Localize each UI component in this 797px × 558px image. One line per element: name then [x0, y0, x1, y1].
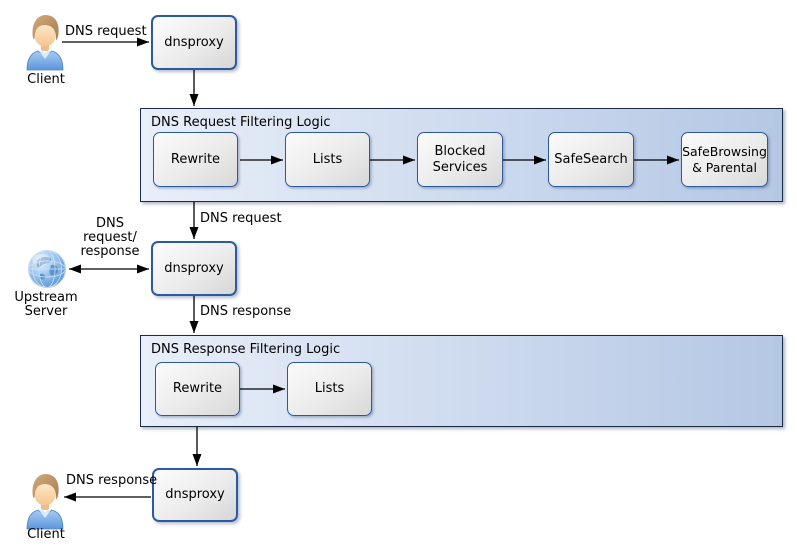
- step-label: SafeBrowsing & Parental: [682, 143, 767, 175]
- step-label: SafeSearch: [554, 151, 628, 167]
- dnsproxy-middle-node: dnsproxy: [151, 241, 237, 296]
- dns-response-filtering-group: DNS Response Filtering Logic Rewrite Lis…: [140, 335, 783, 427]
- dns-request-filtering-title: DNS Request Filtering Logic: [151, 115, 331, 130]
- edge-label-client-response: DNS response: [66, 473, 158, 488]
- step-rewrite-response: Rewrite: [155, 362, 240, 416]
- globe-icon: [28, 250, 66, 288]
- dnsproxy-bottom-node: dnsproxy: [152, 468, 238, 522]
- step-rewrite-request: Rewrite: [153, 132, 238, 187]
- edge-label-proxy-response: DNS response: [200, 304, 292, 319]
- dnsproxy-middle-label: dnsproxy: [164, 260, 224, 276]
- person-icon: [26, 15, 64, 71]
- step-lists-response: Lists: [287, 362, 372, 416]
- step-lists-request: Lists: [285, 132, 370, 187]
- client-bottom-label: Client: [27, 527, 65, 542]
- person-icon: [26, 474, 64, 530]
- step-label: Lists: [314, 381, 345, 396]
- dns-request-filtering-group: DNS Request Filtering Logic Rewrite List…: [140, 108, 783, 202]
- step-blocked-services: Blocked Services: [417, 132, 503, 187]
- step-safesearch: SafeSearch: [548, 132, 634, 187]
- client-top-label: Client: [27, 72, 65, 87]
- step-label: Rewrite: [172, 381, 223, 396]
- step-label: Blocked Services: [432, 143, 488, 175]
- step-safebrowsing-parental: SafeBrowsing & Parental: [681, 132, 768, 187]
- edge-label-filtered-request: DNS request: [200, 211, 282, 226]
- dnsproxy-top-node: dnsproxy: [151, 15, 237, 70]
- step-label: Lists: [312, 151, 343, 167]
- upstream-server-label: Upstream Server: [14, 290, 78, 319]
- edge-label-upstream-exchange: DNS request/ response: [80, 216, 140, 259]
- dnsproxy-bottom-label: dnsproxy: [165, 487, 225, 502]
- step-label: Rewrite: [170, 151, 221, 167]
- edge-label-client-request: DNS request: [65, 24, 147, 39]
- dnsproxy-top-label: dnsproxy: [164, 34, 224, 50]
- dns-response-filtering-title: DNS Response Filtering Logic: [151, 342, 341, 357]
